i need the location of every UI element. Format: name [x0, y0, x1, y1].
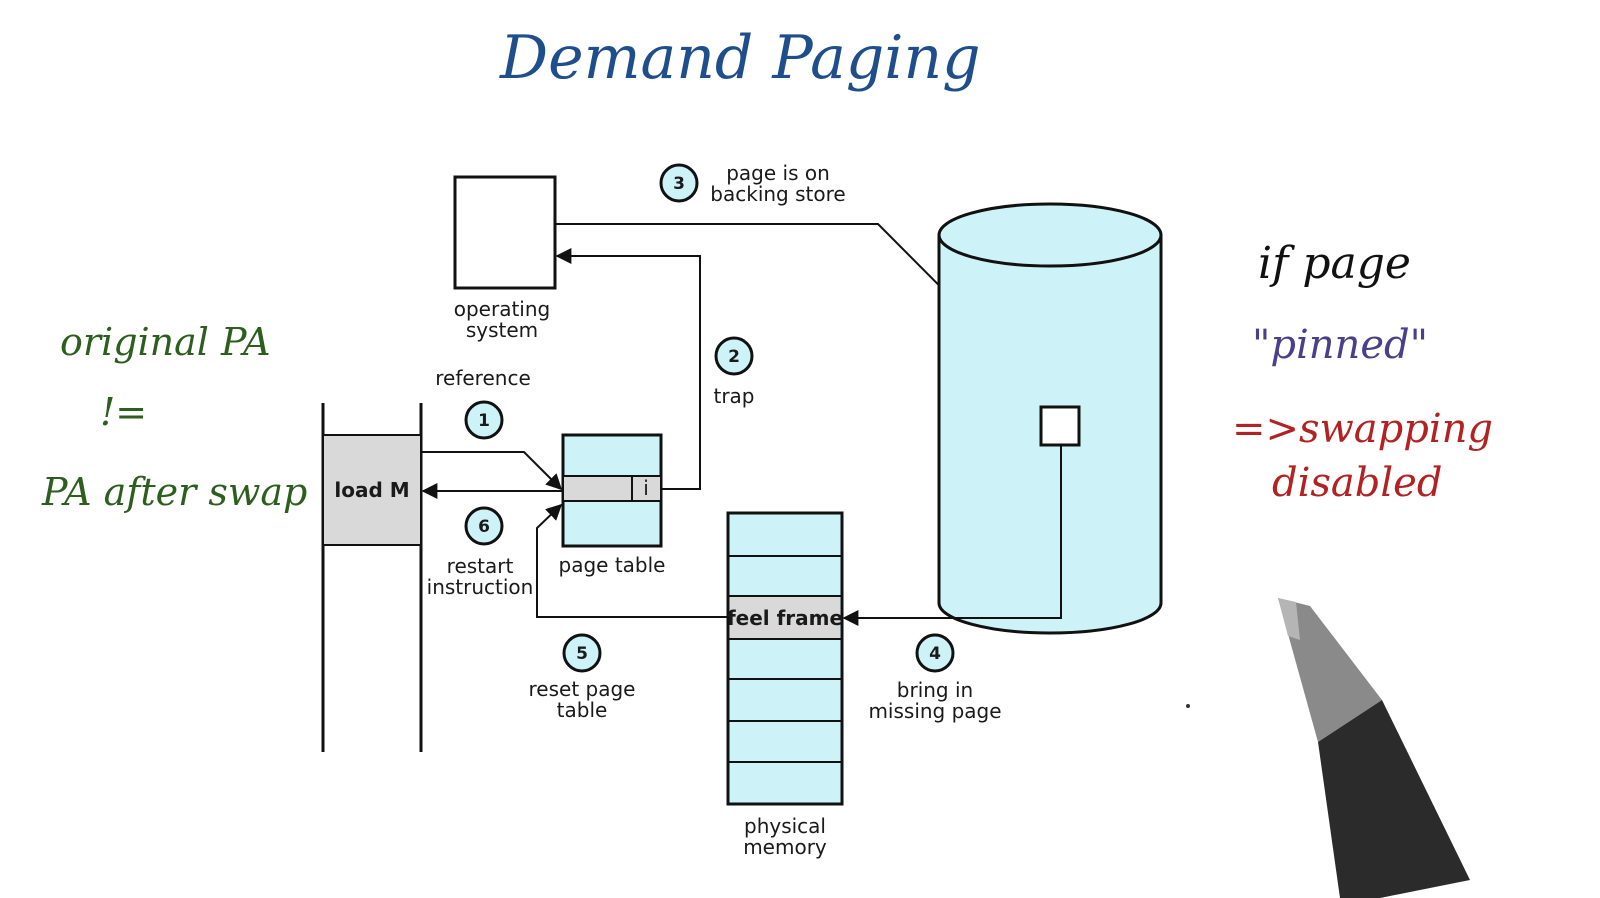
os-box — [453, 175, 557, 290]
step-5-circle — [562, 633, 602, 673]
trap-arrow — [555, 248, 701, 490]
left-note-line2: != — [100, 390, 147, 434]
right-note-line2: "pinned" — [1252, 322, 1428, 368]
step-1-number: 1 — [478, 411, 490, 431]
stylus-pen-icon — [1278, 598, 1470, 898]
bring-label-1: bring in — [897, 678, 973, 702]
step-6-number: 6 — [478, 517, 490, 537]
step-4-number: 4 — [929, 644, 941, 664]
left-note: original PA != PA after swap — [41, 320, 307, 514]
free-frame-label: feel frame — [727, 606, 843, 630]
trap-label: trap — [713, 384, 754, 408]
right-note: if page "pinned" =>swapping disabled — [1232, 238, 1493, 506]
page-table-entry-bit: i — [643, 476, 649, 500]
right-note-line1: if page — [1258, 238, 1411, 289]
restart-label-1: restart — [447, 554, 514, 578]
reset-label-1: reset page — [529, 677, 636, 701]
left-note-line1: original PA — [60, 320, 271, 364]
step-4-circle — [915, 633, 955, 673]
physical-memory — [726, 511, 844, 806]
page-table-label: page table — [559, 553, 666, 577]
bring-in-arrow — [842, 445, 1062, 626]
step-6-circle — [464, 506, 504, 546]
backing-store-label-1: page is on — [726, 161, 830, 185]
dot-mark — [1186, 704, 1190, 708]
reference-label: reference — [435, 366, 531, 390]
reset-label-2: table — [557, 698, 608, 722]
right-note-line3: =>swapping — [1232, 406, 1493, 452]
free-frame — [730, 597, 840, 638]
right-note-line4: disabled — [1272, 460, 1442, 506]
os-label-2: system — [466, 318, 538, 342]
step-2-circle — [714, 336, 754, 376]
step-3-number: 3 — [673, 174, 685, 194]
reset-page-table-arrow — [536, 503, 728, 618]
physical-memory-label-2: memory — [743, 835, 827, 859]
load-m-label: load M — [334, 478, 409, 502]
step-2-number: 2 — [728, 347, 740, 367]
bring-label-2: missing page — [868, 699, 1001, 723]
restart-label-2: instruction — [427, 575, 534, 599]
backing-store-label-2: backing store — [710, 182, 845, 206]
step-5-number: 5 — [576, 644, 588, 664]
step-3-circle — [659, 163, 699, 203]
step-1-circle — [464, 400, 504, 440]
page-title: Demand Paging — [499, 23, 981, 93]
missing-page-block — [1039, 405, 1081, 447]
reference-arrow — [421, 451, 563, 491]
load-m-box — [322, 434, 422, 546]
os-label-1: operating — [454, 297, 550, 321]
left-note-line3: PA after swap — [41, 470, 307, 514]
physical-memory-label-1: physical — [744, 814, 826, 838]
